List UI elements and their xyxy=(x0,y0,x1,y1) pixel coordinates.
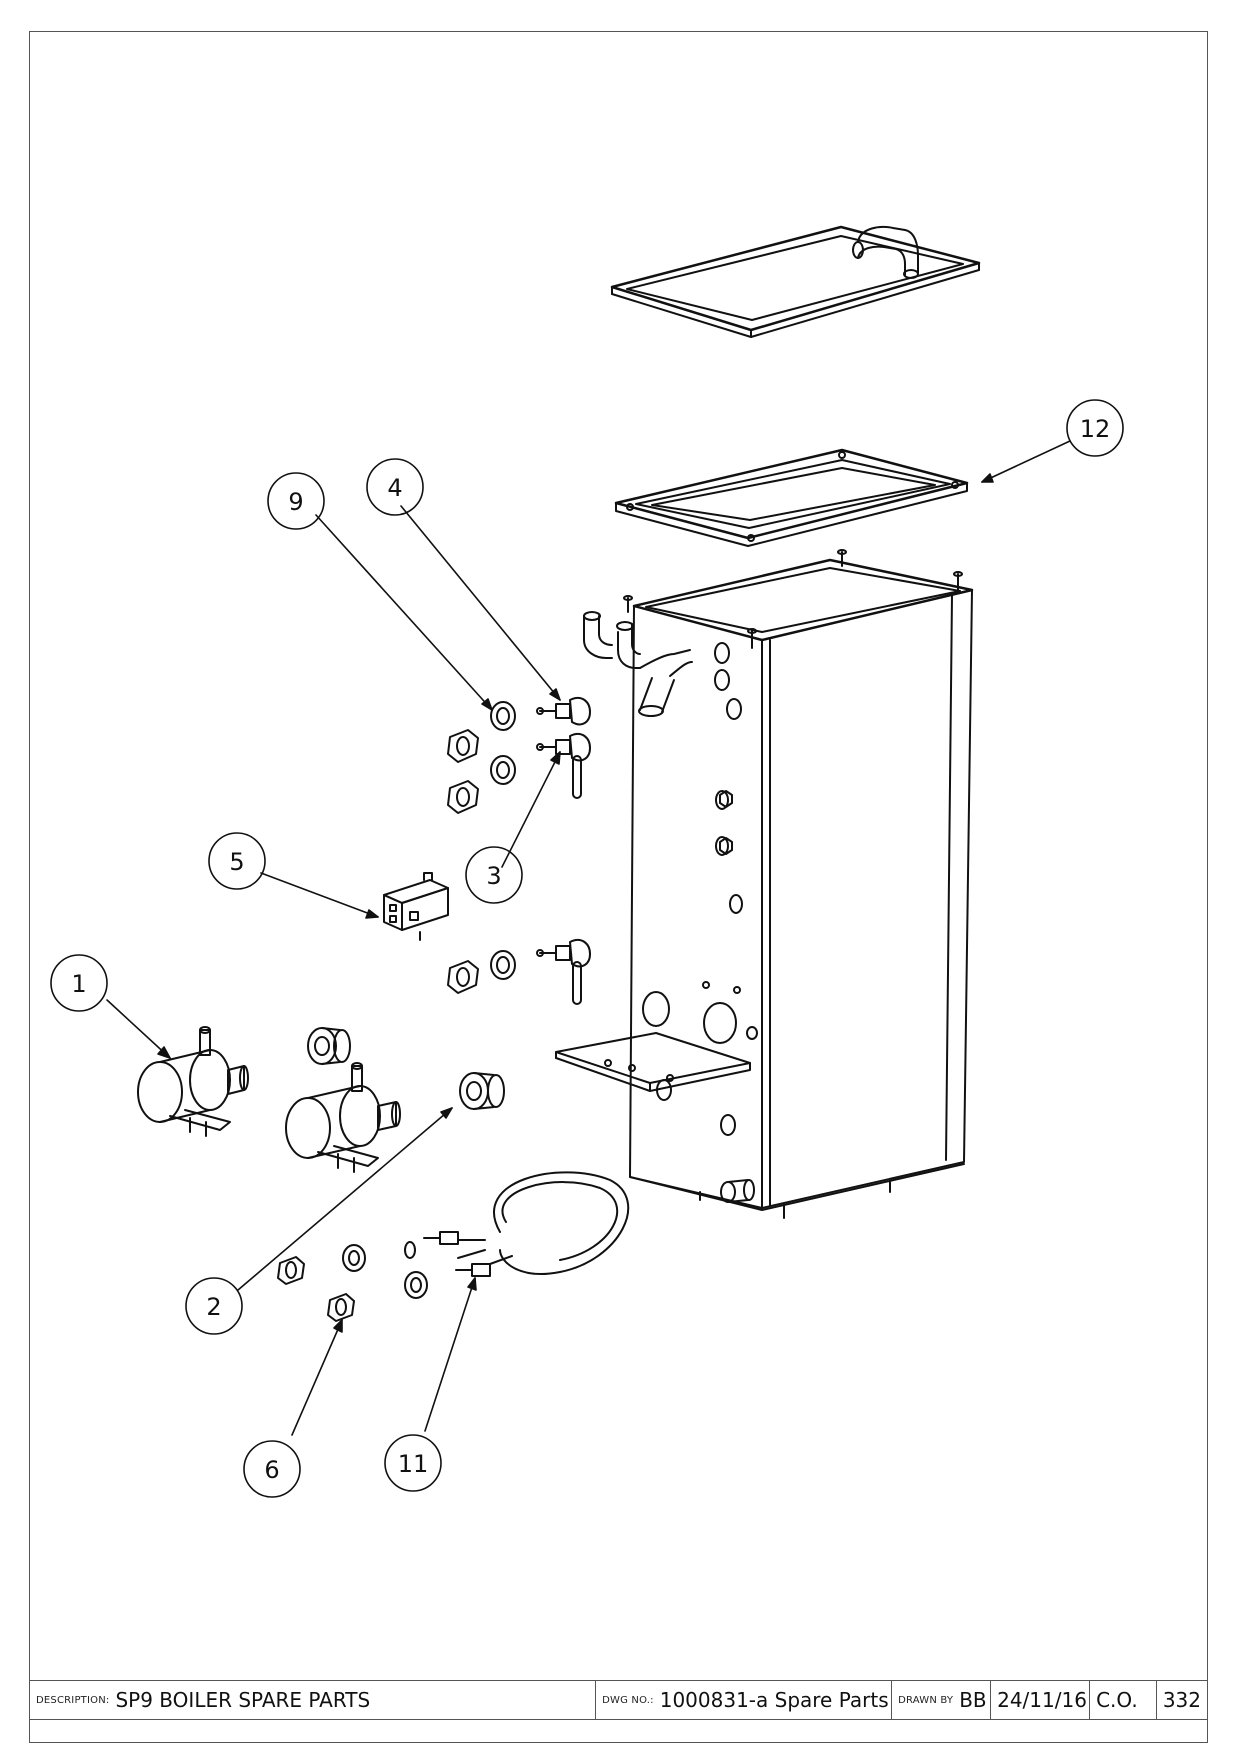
co-label: C.O. xyxy=(1096,1688,1138,1712)
nut-6 xyxy=(277,1256,305,1285)
svg-text:9: 9 xyxy=(288,488,303,516)
boiler-gasket xyxy=(614,448,969,547)
svg-text:1: 1 xyxy=(71,970,86,998)
co-label-cell: C.O. xyxy=(1090,1681,1157,1719)
svg-text:4: 4 xyxy=(387,474,402,502)
drawing-number-value: 1000831-a Spare Parts xyxy=(659,1688,889,1712)
bushing-2 xyxy=(459,1072,505,1110)
nut-6b xyxy=(327,1293,355,1322)
nut-lower xyxy=(447,960,479,994)
svg-text:3: 3 xyxy=(486,862,501,890)
svg-text:6: 6 xyxy=(264,1456,279,1484)
date-value: 24/11/16 xyxy=(997,1688,1087,1712)
heater-element xyxy=(423,1171,630,1277)
drawing-number-label: DWG NO.: xyxy=(602,1694,654,1706)
svg-text:11: 11 xyxy=(398,1450,429,1478)
solenoid-valve-2 xyxy=(285,1062,401,1173)
drawing-sheet-border xyxy=(29,31,1208,1743)
balloon-11: 11 xyxy=(384,1434,442,1492)
solenoid-valve-1 xyxy=(137,1026,249,1137)
balloon-1: 1 xyxy=(50,954,108,1012)
drawn-by-cell: DRAWN BY BB xyxy=(892,1681,992,1719)
description-label: DESCRIPTION: xyxy=(36,1694,110,1706)
balloon-9: 9 xyxy=(267,472,325,530)
washer-a xyxy=(342,1244,366,1272)
balloon-6: 6 xyxy=(243,1440,301,1498)
bushing-upper xyxy=(307,1027,351,1065)
svg-text:12: 12 xyxy=(1080,415,1111,443)
nut-upper xyxy=(447,729,479,763)
description-cell: DESCRIPTION: SP9 BOILER SPARE PARTS xyxy=(30,1681,597,1719)
co-number-value: 332 xyxy=(1162,1688,1201,1712)
boiler-lid-frame xyxy=(610,225,981,338)
balloon-4: 4 xyxy=(366,458,424,516)
level-probe-3 xyxy=(536,732,591,799)
balloon-2: 2 xyxy=(185,1277,243,1335)
co-number-cell: 332 xyxy=(1157,1681,1207,1719)
balloon-5: 5 xyxy=(208,832,266,890)
nut-middle xyxy=(447,780,479,814)
drawing-number-cell: DWG NO.: 1000831-a Spare Parts xyxy=(596,1681,893,1719)
date-cell: 24/11/16 xyxy=(991,1681,1091,1719)
balloon-12: 12 xyxy=(1066,399,1124,457)
description-value: SP9 BOILER SPARE PARTS xyxy=(115,1688,371,1712)
probe-fittings xyxy=(383,696,591,1005)
svg-text:5: 5 xyxy=(229,848,244,876)
drawn-by-label: DRAWN BY xyxy=(898,1694,954,1706)
boiler-tank xyxy=(555,549,974,1219)
leader-lines xyxy=(106,440,1071,1436)
svg-text:2: 2 xyxy=(206,1293,221,1321)
title-block: DESCRIPTION: SP9 BOILER SPARE PARTS DWG … xyxy=(29,1680,1208,1720)
relay xyxy=(383,872,449,941)
level-probe-4 xyxy=(536,696,591,726)
washer-b xyxy=(404,1271,428,1299)
balloon-3: 3 xyxy=(465,846,523,904)
drawn-by-value: BB xyxy=(959,1688,987,1712)
level-probe-lower xyxy=(536,938,591,1005)
